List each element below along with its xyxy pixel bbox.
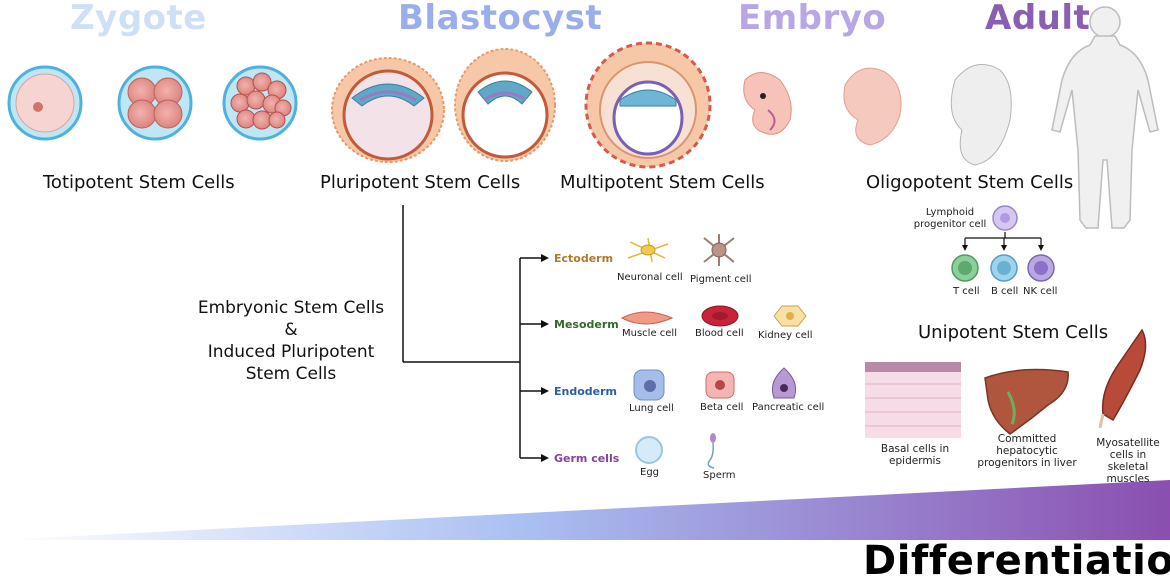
nk-cell-icon — [1027, 254, 1055, 282]
kidney-cell-icon — [773, 305, 807, 327]
epidermis-illustration — [865, 362, 961, 438]
skeletal-muscle-illustration — [1098, 328, 1147, 429]
beta-cell-icon — [705, 371, 735, 399]
totipotent-label: Totipotent Stem Cells — [43, 172, 235, 193]
zygote-illustration — [7, 65, 83, 141]
b-cell-icon — [990, 254, 1018, 282]
neuronal-cell-icon — [627, 237, 669, 263]
two-cell-illustration — [117, 65, 193, 141]
oligopotent-label: Oligopotent Stem Cells — [866, 172, 1074, 193]
cell-label: Pigment cell — [690, 274, 752, 285]
t-cell-icon — [951, 254, 979, 282]
morula-illustration — [222, 65, 298, 141]
b-cell-label: B cell — [991, 286, 1019, 297]
embryo-illustration-2 — [843, 67, 902, 146]
sperm-cell-icon — [707, 433, 716, 469]
lymphoid-progenitor-label: Lymphoid progenitor cell — [913, 207, 987, 230]
esc-line-1: Embryonic Stem Cells — [197, 298, 385, 318]
esc-block: Embryonic Stem Cells & Induced Pluripote… — [185, 297, 397, 385]
cell-label: Beta cell — [700, 402, 744, 413]
germ-layer-mesoderm: Mesoderm — [554, 318, 619, 331]
pluripotent-label: Pluripotent Stem Cells — [320, 172, 521, 193]
stage-title-zygote: Zygote — [70, 0, 207, 38]
cell-label: Neuronal cell — [617, 272, 683, 283]
differentiation-gradient — [0, 480, 1170, 540]
unipotent-label: Unipotent Stem Cells — [918, 322, 1109, 343]
stage-title-blastocyst: Blastocyst — [398, 0, 603, 38]
cell-label: Blood cell — [695, 328, 744, 339]
esc-line-3: Induced Pluripotent — [207, 342, 375, 362]
germ-layer-germ-cells: Germ cells — [554, 452, 620, 465]
cell-label: Sperm — [703, 470, 736, 481]
embryo-illustration-1 — [743, 72, 792, 135]
blastocyst-illustration-2 — [454, 48, 556, 162]
adult-figure-illustration — [1051, 6, 1159, 229]
lymphoid-tree-lines — [964, 232, 1042, 246]
stage-title-embryo: Embryo — [738, 0, 887, 38]
cell-label: Kidney cell — [758, 330, 813, 341]
lung-cell-icon — [633, 369, 665, 401]
myosatellite-cells-label: Myosatellite cells in skeletal muscles — [1096, 437, 1160, 485]
stage-title-adult: Adult — [985, 0, 1091, 38]
cell-label: Muscle cell — [622, 328, 677, 339]
pigment-cell-icon — [703, 234, 735, 266]
cell-label: Pancreatic cell — [752, 402, 825, 413]
cell-label: Lung cell — [629, 403, 674, 414]
germ-layer-endoderm: Endoderm — [554, 385, 617, 398]
germ-layer-arrows — [520, 257, 543, 459]
egg-cell-icon — [635, 436, 663, 464]
hepatocytic-progenitors-label: Committed hepatocytic progenitors in liv… — [977, 433, 1077, 469]
esc-line-2: & — [284, 320, 298, 340]
blastocyst-illustration-3 — [584, 41, 712, 169]
esc-line-4: Stem Cells — [245, 364, 337, 384]
multipotent-label: Multipotent Stem Cells — [560, 172, 765, 193]
muscle-cell-icon — [620, 311, 674, 325]
basal-cells-label: Basal cells in epidermis — [880, 443, 950, 467]
liver-illustration — [984, 368, 1069, 435]
blood-cell-icon — [701, 305, 739, 327]
nk-cell-label: NK cell — [1023, 286, 1058, 297]
germ-layer-ectoderm: Ectoderm — [554, 252, 614, 265]
lymphoid-progenitor-icon — [992, 205, 1018, 231]
blastocyst-illustration-1 — [331, 57, 445, 163]
arrowheads — [541, 254, 549, 462]
cell-label: Egg — [640, 467, 660, 478]
pancreatic-cell-icon — [771, 367, 797, 399]
embryo-illustration-3 — [950, 63, 1012, 166]
t-cell-label: T cell — [953, 286, 980, 297]
differentiation-label: Differentiation — [863, 538, 1170, 584]
pluripotent-connector — [402, 205, 521, 458]
